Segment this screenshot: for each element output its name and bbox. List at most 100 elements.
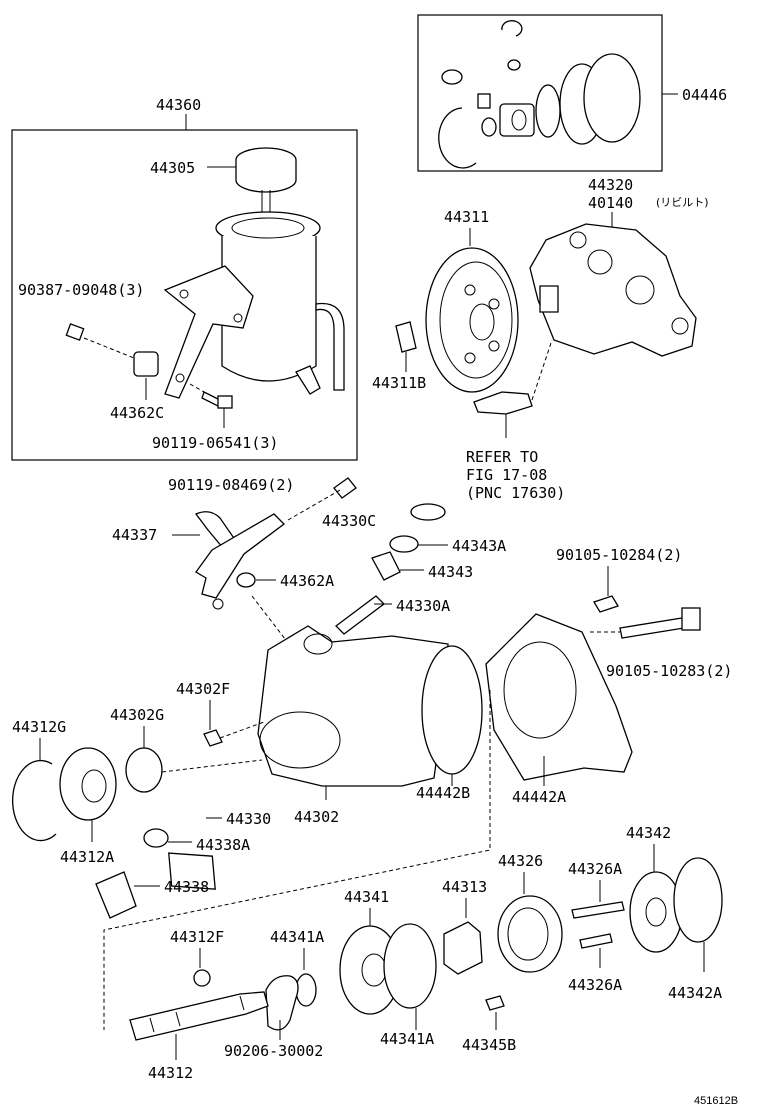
diagram-code: 451612B (694, 1095, 738, 1107)
assembly-dash-line (103, 690, 491, 1030)
reservoir-group: 44360 44305 90387-09048(3) 44362C 90119 (11, 96, 358, 461)
ref-line-1: REFER TO (466, 448, 538, 466)
vane-44345b (485, 995, 505, 1011)
label-44326a-2: 44326A (568, 976, 622, 994)
o-ring-44338a (143, 828, 169, 848)
reservoir-box (11, 129, 358, 461)
spring-44330a (335, 595, 385, 635)
label-44343: 44343 (428, 563, 473, 581)
label-90206-30002: 90206-30002 (224, 1042, 323, 1060)
label-44341: 44341 (344, 888, 389, 906)
label-44302: 44302 (294, 808, 339, 826)
bearing-44312a (59, 747, 117, 821)
bearing-seal (499, 103, 535, 137)
label-44442a: 44442A (512, 788, 566, 806)
o-ring-d (535, 84, 561, 138)
label-44330: 44330 (226, 810, 271, 828)
label-44360: 44360 (156, 96, 201, 114)
label-90387-09048: 90387-09048(3) (18, 281, 144, 299)
pump-housing-44302 (257, 625, 449, 787)
o-ring-a (441, 69, 463, 85)
label-90119-06541: 90119-06541(3) (152, 434, 278, 452)
label-44362c: 44362C (110, 404, 164, 422)
label-44362a: 44362A (280, 572, 334, 590)
label-44442b: 44442B (416, 784, 470, 802)
seal-kit-group: 04446 (417, 14, 727, 172)
ring-44312f (193, 969, 211, 987)
label-44341a-1: 44341A (270, 928, 324, 946)
pump-assy-group: 44320 40140 (リビルト) 44311 44311B REFER TO… (372, 176, 709, 502)
label-44337: 44337 (112, 526, 157, 544)
bolt-90105-10284 (593, 595, 619, 613)
bushing-44362c (133, 351, 159, 377)
gasket-44341a (383, 923, 437, 1009)
label-44320: 44320 (588, 176, 633, 194)
gasket-44442b (421, 645, 483, 775)
label-44330a: 44330A (396, 597, 450, 615)
return-pipe (315, 302, 345, 391)
gasket-44342a (673, 857, 723, 943)
housing-group: 44442B 44442A 44302 44302F 44312G 44302G… (12, 613, 633, 919)
label-44330c: 44330C (322, 512, 376, 530)
middle-group: 90119-08469(2) 44337 44330C 44343A 44343… (112, 476, 732, 680)
label-90119-08469: 90119-08469(2) (168, 476, 294, 494)
label-40140: 40140 (588, 194, 633, 212)
ref-line-3: (PNC 17630) (466, 484, 565, 502)
ring-44341a (295, 973, 317, 1007)
valve-44330 (168, 852, 216, 890)
label-44312g: 44312G (12, 718, 66, 736)
snap-ring-44312g (12, 759, 57, 842)
o-ring-b (507, 59, 521, 71)
label-44326: 44326 (498, 852, 543, 870)
snap-ring-large (438, 107, 477, 169)
bolt-90119-08469 (333, 477, 357, 499)
bottom-group: 44342 44342A 44326 44326A 44326A 44313 4… (129, 824, 723, 1082)
label-44311b: 44311B (372, 374, 426, 392)
reservoir-bracket (163, 265, 254, 399)
o-ring-44343a (389, 535, 419, 553)
label-44341a-2: 44341A (380, 1030, 434, 1048)
o-ring-44362a (236, 572, 256, 588)
o-ring-c (481, 117, 497, 137)
label-44312: 44312 (148, 1064, 193, 1082)
label-44342a: 44342A (668, 984, 722, 1002)
shaft-44312 (129, 991, 269, 1041)
label-44338a: 44338A (196, 836, 250, 854)
plate-44342 (629, 871, 683, 953)
bolt-90105-10283 (619, 617, 685, 639)
bracket-44337 (195, 513, 285, 599)
label-04446: 04446 (682, 86, 727, 104)
bolt-90119-06541 (201, 391, 221, 407)
pin-44326a-2 (579, 933, 613, 949)
seal-small (477, 93, 491, 109)
snap-ring-small (501, 20, 523, 37)
label-44302g: 44302G (110, 706, 164, 724)
pulley (425, 247, 519, 393)
label-44312a: 44312A (60, 848, 114, 866)
pin-44326a-1 (571, 901, 625, 919)
label-rebuilt: (リビルト) (656, 196, 709, 209)
o-ring-f (583, 53, 641, 143)
ref-line-2: FIG 17-08 (466, 466, 547, 484)
label-44326a-1: 44326A (568, 860, 622, 878)
seal-44302g (125, 747, 163, 793)
stud (65, 323, 85, 341)
pressure-switch (473, 391, 533, 415)
seal-kit-box (417, 14, 663, 172)
label-44312f: 44312F (170, 928, 224, 946)
label-44305: 44305 (150, 159, 195, 177)
label-44338: 44338 (164, 878, 209, 896)
plug-44338 (95, 871, 137, 919)
label-90105-10283: 90105-10283(2) (606, 662, 732, 680)
gasket-90206 (265, 975, 299, 1031)
label-44345b: 44345B (462, 1036, 516, 1054)
rotor-44313 (443, 921, 483, 975)
label-44343a: 44343A (452, 537, 506, 555)
front-housing-44442a (485, 613, 633, 781)
label-44302f: 44302F (176, 680, 230, 698)
clip-44330c (410, 503, 446, 521)
label-44311: 44311 (444, 208, 489, 226)
label-44342: 44342 (626, 824, 671, 842)
label-90105-10284: 90105-10284(2) (556, 546, 682, 564)
